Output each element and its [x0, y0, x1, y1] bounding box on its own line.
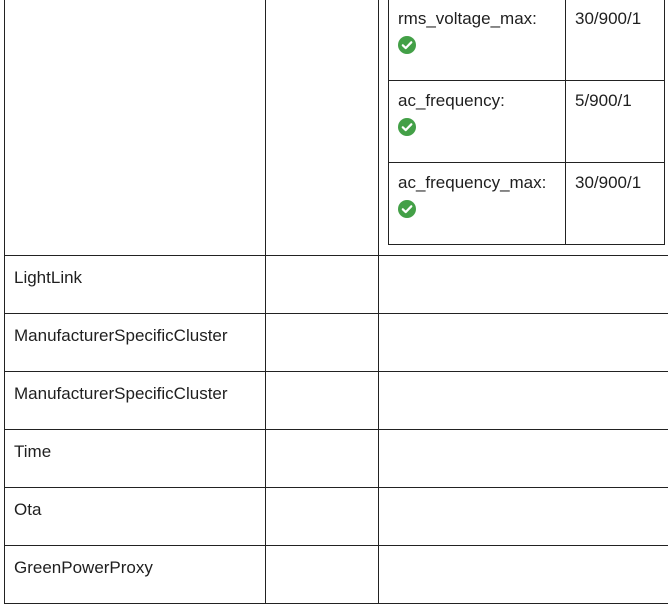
cluster-table: rms_voltage_max: 30/900/1 ac_frequency: …	[4, 0, 668, 604]
attributes-cell	[379, 488, 668, 546]
attribute-value: 30/900/1	[566, 0, 665, 81]
table-row: GreenPowerProxy	[5, 546, 668, 604]
cluster-id-cell	[266, 256, 379, 314]
table-row: Ota	[5, 488, 668, 546]
cluster-name: ManufacturerSpecificCluster	[5, 314, 266, 372]
attribute-label: ac_frequency_max:	[398, 173, 556, 193]
check-circle-icon	[398, 118, 416, 136]
cluster-id-cell	[266, 430, 379, 488]
attribute-value: 30/900/1	[566, 163, 665, 245]
attributes-cell	[379, 546, 668, 604]
cluster-name-cell	[5, 0, 266, 256]
cluster-name: Time	[5, 430, 266, 488]
attributes-cell	[379, 314, 668, 372]
attribute-label-cell: ac_frequency:	[389, 81, 566, 163]
cluster-id-cell	[266, 0, 379, 256]
cluster-name: GreenPowerProxy	[5, 546, 266, 604]
attributes-cell	[379, 372, 668, 430]
attribute-row: rms_voltage_max: 30/900/1	[389, 0, 665, 81]
attributes-cell: rms_voltage_max: 30/900/1 ac_frequency: …	[379, 0, 668, 256]
cluster-id-cell	[266, 546, 379, 604]
attribute-label: ac_frequency:	[398, 91, 556, 111]
attribute-label-cell: rms_voltage_max:	[389, 0, 566, 81]
table-row: ManufacturerSpecificCluster	[5, 314, 668, 372]
cluster-name: ManufacturerSpecificCluster	[5, 372, 266, 430]
table-row: LightLink	[5, 256, 668, 314]
cluster-id-cell	[266, 488, 379, 546]
attribute-value: 5/900/1	[566, 81, 665, 163]
attributes-cell	[379, 256, 668, 314]
cluster-name: Ota	[5, 488, 266, 546]
attribute-row: ac_frequency: 5/900/1	[389, 81, 665, 163]
attribute-label: rms_voltage_max:	[398, 9, 556, 29]
cluster-id-cell	[266, 372, 379, 430]
cluster-id-cell	[266, 314, 379, 372]
check-circle-icon	[398, 36, 416, 54]
cluster-name: LightLink	[5, 256, 266, 314]
attribute-label-cell: ac_frequency_max:	[389, 163, 566, 245]
table-row: ManufacturerSpecificCluster	[5, 372, 668, 430]
table-row: rms_voltage_max: 30/900/1 ac_frequency: …	[5, 0, 668, 256]
table-row: Time	[5, 430, 668, 488]
attribute-table: rms_voltage_max: 30/900/1 ac_frequency: …	[388, 0, 665, 245]
attributes-cell	[379, 430, 668, 488]
attribute-row: ac_frequency_max: 30/900/1	[389, 163, 665, 245]
check-circle-icon	[398, 200, 416, 218]
